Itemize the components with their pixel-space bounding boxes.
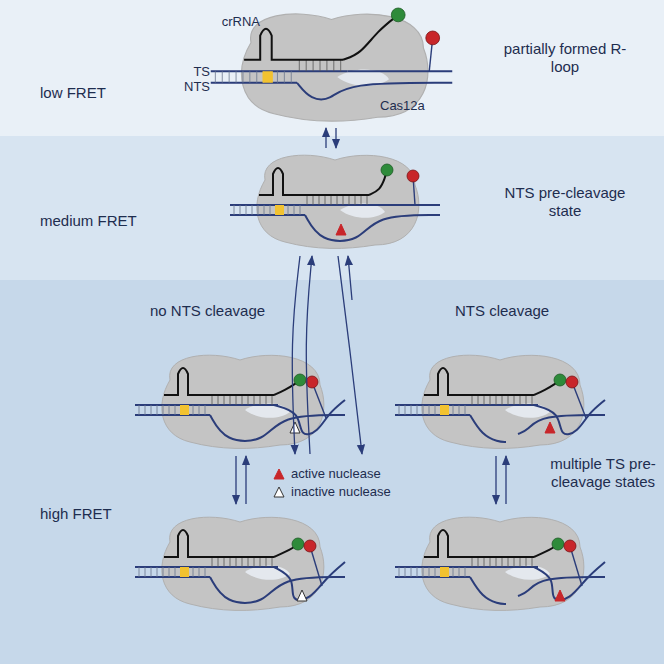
- label-slot: NTS: [180, 79, 210, 94]
- part-label: TS: [180, 64, 210, 79]
- cas12a-complex: [395, 355, 605, 448]
- text-slot: multiple TS pre-cleavage states: [548, 455, 658, 491]
- legend-text: active nuclease: [291, 466, 381, 481]
- part-label: NTS: [180, 79, 210, 94]
- transition-arrow: [338, 256, 362, 454]
- text-slot: high FRET: [40, 505, 140, 523]
- text-slot: low FRET: [40, 84, 150, 102]
- label-slot: TS: [180, 64, 210, 79]
- transition-arrow: [505, 456, 506, 504]
- transition-arrow: [292, 256, 300, 454]
- legend-swatch: [272, 467, 286, 481]
- state-label: multiple TS pre-cleavage states: [548, 455, 658, 491]
- state-label: NTS cleavage: [455, 302, 595, 320]
- part-label: Cas12a: [380, 98, 440, 113]
- transition-arrow: [245, 456, 246, 504]
- state-label: medium FRET: [40, 212, 160, 230]
- transition-arrow: [325, 128, 326, 148]
- text-slot: NTS cleavage: [455, 302, 595, 320]
- legend-row: inactive nuclease: [272, 484, 391, 499]
- text-slot: NTS pre-cleavage state: [500, 184, 630, 220]
- state-label: partially formed R-loop: [500, 40, 630, 76]
- cas12a-complex: [395, 517, 605, 610]
- transition-arrow: [335, 128, 336, 148]
- transition-arrow: [306, 256, 312, 454]
- transition-arrow: [235, 456, 236, 504]
- text-slot: no NTS cleavage: [150, 302, 310, 320]
- state-label: no NTS cleavage: [150, 302, 310, 320]
- label-slot: crRNA: [214, 14, 260, 29]
- cas12a-complex: [211, 8, 453, 121]
- state-label: low FRET: [40, 84, 150, 102]
- legend-row: active nuclease: [272, 466, 381, 481]
- legend-swatch: [272, 485, 286, 499]
- cas12a-complex: [135, 517, 345, 610]
- cas12a-complex: [230, 155, 440, 248]
- part-label: crRNA: [214, 14, 260, 29]
- label-slot: Cas12a: [380, 98, 440, 113]
- text-slot: partially formed R-loop: [500, 40, 630, 76]
- transition-arrow: [495, 456, 496, 504]
- cas12a-complex: [135, 355, 345, 448]
- text-slot: medium FRET: [40, 212, 160, 230]
- state-label: NTS pre-cleavage state: [500, 184, 630, 220]
- transition-arrow: [348, 256, 352, 300]
- state-label: high FRET: [40, 505, 140, 523]
- legend-text: inactive nuclease: [291, 484, 391, 499]
